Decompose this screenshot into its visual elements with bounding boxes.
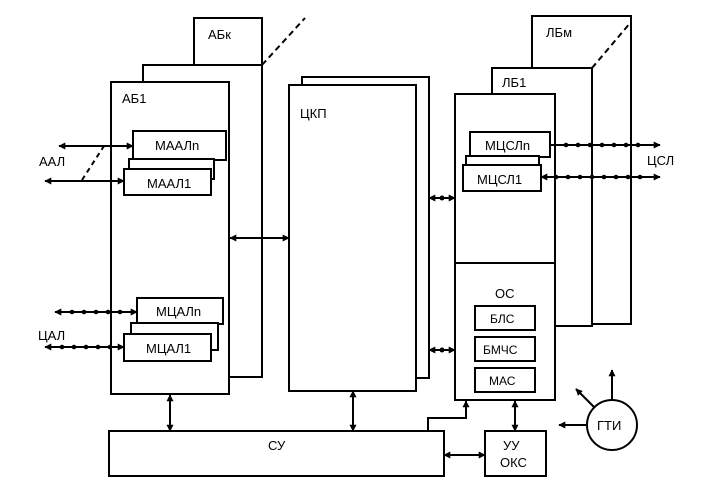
maal-1-module [123,168,212,196]
mtssl-n-label: МЦСЛn [485,138,530,153]
maal-n-module [132,130,227,161]
aal-dash [81,145,105,181]
mas-block [474,367,536,393]
oks-label: ОКС [500,455,527,470]
maal-1-label: МААЛ1 [147,176,191,191]
mtssl-1-module [462,164,542,192]
su-lb-link [427,400,470,431]
mtssl-1-label: МЦСЛ1 [477,172,522,187]
os-label: ОС [495,286,515,301]
su-block [108,430,445,477]
bmchs-label: БМЧС [483,343,518,357]
tssl-label: ЦСЛ [647,153,674,168]
tskp-lb-dot-top [439,195,445,201]
bls-label: БЛС [490,312,515,326]
mas-label: МАС [489,374,516,388]
lbm-label: ЛБм [546,25,572,40]
ab-depth-edge [261,17,306,66]
maal-n-label: МААЛn [155,138,199,153]
lb1-label: ЛБ1 [502,75,526,90]
su-label: СУ [268,438,286,453]
lb-depth-edge [591,21,632,69]
tskp-lb-dot-bottom [439,347,445,353]
bmchs-block [474,336,536,362]
ab1-label: АБ1 [122,91,146,106]
gti-label: ГТИ [597,418,621,433]
mtsal-n-label: МЦАЛn [156,304,201,319]
uu-label: УУ [503,438,520,453]
aal-label: ААЛ [39,154,65,169]
tskp-block [288,84,417,392]
gti-output-diag [575,388,595,408]
link-dots [59,142,643,350]
bls-block [474,305,536,331]
abk-label: АБк [208,27,231,42]
tsal-label: ЦАЛ [38,328,65,343]
tskp-label: ЦКП [300,106,327,121]
mtsal-1-label: МЦАЛ1 [146,341,191,356]
